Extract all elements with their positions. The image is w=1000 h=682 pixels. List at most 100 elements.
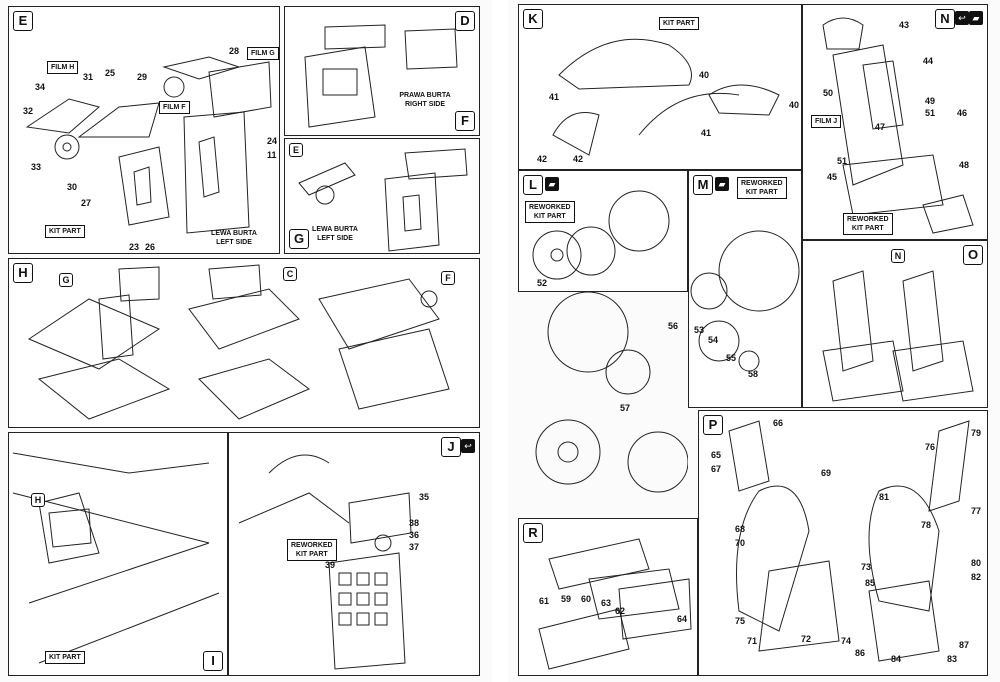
panel-h-drawing	[27, 264, 450, 420]
panel-c-ref: C	[283, 267, 297, 281]
panel-n-label: N	[935, 9, 955, 29]
part-number: 87	[959, 640, 970, 650]
reworked-kit-part-label: REWORKED KIT PART	[843, 213, 893, 235]
panel-d-ref: D	[455, 11, 475, 31]
part-number: 57	[620, 403, 631, 413]
part-number: 73	[861, 562, 872, 572]
part-number: 62	[615, 606, 626, 616]
panel-o-label: O	[963, 245, 983, 265]
reworked-kit-part-label: REWORKED KIT PART	[287, 539, 337, 561]
kit-part-label: KIT PART	[659, 17, 699, 30]
right-side-caption: PRAWA BURTA RIGHT SIDE	[399, 92, 451, 108]
part-number: 46	[957, 108, 968, 118]
panel-f-label: F	[455, 111, 475, 131]
left-side-caption: LEWA BURTA LEFT SIDE	[211, 230, 257, 246]
part-number: 84	[891, 654, 902, 664]
part-number: 27	[81, 198, 92, 208]
panel-f-ref: F	[441, 271, 455, 285]
panel-m-drawing	[690, 230, 800, 372]
part-number: 59	[561, 594, 572, 604]
part-number: 47	[875, 122, 886, 132]
part-number: 40	[789, 100, 800, 110]
panel-f-drawing	[304, 24, 458, 128]
part-number: 55	[726, 353, 737, 363]
part-number: 43	[899, 20, 910, 30]
part-number: 26	[145, 242, 156, 252]
part-number: 36	[409, 530, 420, 540]
panel-r: R 61 59 60 62 63 64	[518, 518, 698, 676]
part-number: 23	[129, 242, 140, 252]
part-number: 70	[735, 538, 746, 548]
part-number: 34	[35, 82, 46, 92]
panel-j-label: J	[441, 437, 461, 457]
panel-r-label: R	[523, 523, 543, 543]
part-number: 42	[537, 154, 548, 164]
part-number: 49	[925, 96, 936, 106]
reworked-kit-part-label: REWORKED KIT PART	[737, 177, 787, 199]
panel-k: K KIT PART 40 40 41 41 42 42	[518, 4, 802, 170]
part-number: 32	[23, 106, 34, 116]
left-side-caption: LEWA BURTA LEFT SIDE	[312, 226, 358, 242]
panel-e-drawing	[25, 56, 272, 234]
part-number: 68	[735, 524, 746, 534]
part-number: 71	[747, 636, 758, 646]
part-number: 61	[539, 596, 550, 606]
panel-m-label: M	[693, 175, 713, 195]
panel-h-ref: H	[31, 493, 45, 507]
part-number: 35	[419, 492, 430, 502]
part-number: 66	[773, 418, 784, 428]
part-number: 86	[855, 648, 866, 658]
panel-h-label: H	[13, 263, 33, 283]
panel-j-drawing	[238, 454, 412, 670]
photo-etch-icon: ▰	[969, 11, 983, 25]
panel-e: E FILM H FILM G FILM F 34 31 25 29 28 32…	[8, 6, 280, 254]
part-number: 57	[689, 325, 690, 334]
panel-l: L ▰ REWORKED KIT PART 52	[518, 170, 688, 292]
part-number: 52	[537, 278, 548, 288]
part-number: 77	[971, 506, 982, 516]
photo-etch-icon: ▰	[715, 177, 729, 191]
left-instruction-page: E FILM H FILM G FILM F 34 31 25 29 28 32…	[0, 0, 492, 682]
part-number: 44	[923, 56, 934, 66]
panel-l-label: L	[523, 175, 543, 195]
part-number: 11	[267, 150, 277, 160]
panel-e-ref: E	[289, 143, 303, 157]
part-number: 51	[837, 156, 848, 166]
wheel-assembly-drawing	[535, 292, 688, 493]
page-gutter	[492, 0, 508, 682]
part-number: 51	[925, 108, 936, 118]
part-number: 29	[137, 72, 148, 82]
part-number: 72	[801, 634, 812, 644]
panel-n-ref: N	[891, 249, 905, 263]
panel-o: O N	[802, 240, 988, 408]
rotate-arrow-icon: ↩	[955, 11, 969, 25]
part-number: 85	[865, 578, 876, 588]
panel-o-drawing	[822, 270, 974, 402]
film-h-label: FILM H	[47, 61, 79, 74]
panel-j: J ↩ 35 38 36 37 39 REWORKED KIT PART	[228, 432, 480, 676]
film-j-label: FILM J	[811, 115, 842, 128]
panel-p-drawing	[728, 420, 970, 662]
part-number: 83	[947, 654, 958, 664]
panel-i-drawing	[12, 452, 220, 664]
part-number: 39	[325, 560, 336, 570]
part-number: 54	[708, 335, 719, 345]
panel-f: D F PRAWA BURTA RIGHT SIDE	[284, 6, 480, 136]
part-number: 37	[409, 542, 420, 552]
part-number: 74	[841, 636, 852, 646]
part-number: 60	[581, 594, 592, 604]
part-number: 48	[959, 160, 970, 170]
panel-i: I H KIT PART	[8, 432, 228, 676]
rotate-arrow-icon: ↩	[461, 439, 475, 453]
part-number: 75	[735, 616, 746, 626]
film-g-label: FILM G	[247, 47, 279, 60]
part-number: 41	[549, 92, 560, 102]
part-number: 64	[677, 614, 688, 624]
panel-n-drawing	[822, 17, 974, 234]
part-number: 24	[267, 136, 278, 146]
panel-e-label: E	[13, 11, 33, 31]
panel-g-label: G	[289, 229, 309, 249]
panel-r-drawing	[538, 538, 692, 670]
kit-part-label: KIT PART	[45, 651, 85, 664]
part-number: 78	[921, 520, 932, 530]
